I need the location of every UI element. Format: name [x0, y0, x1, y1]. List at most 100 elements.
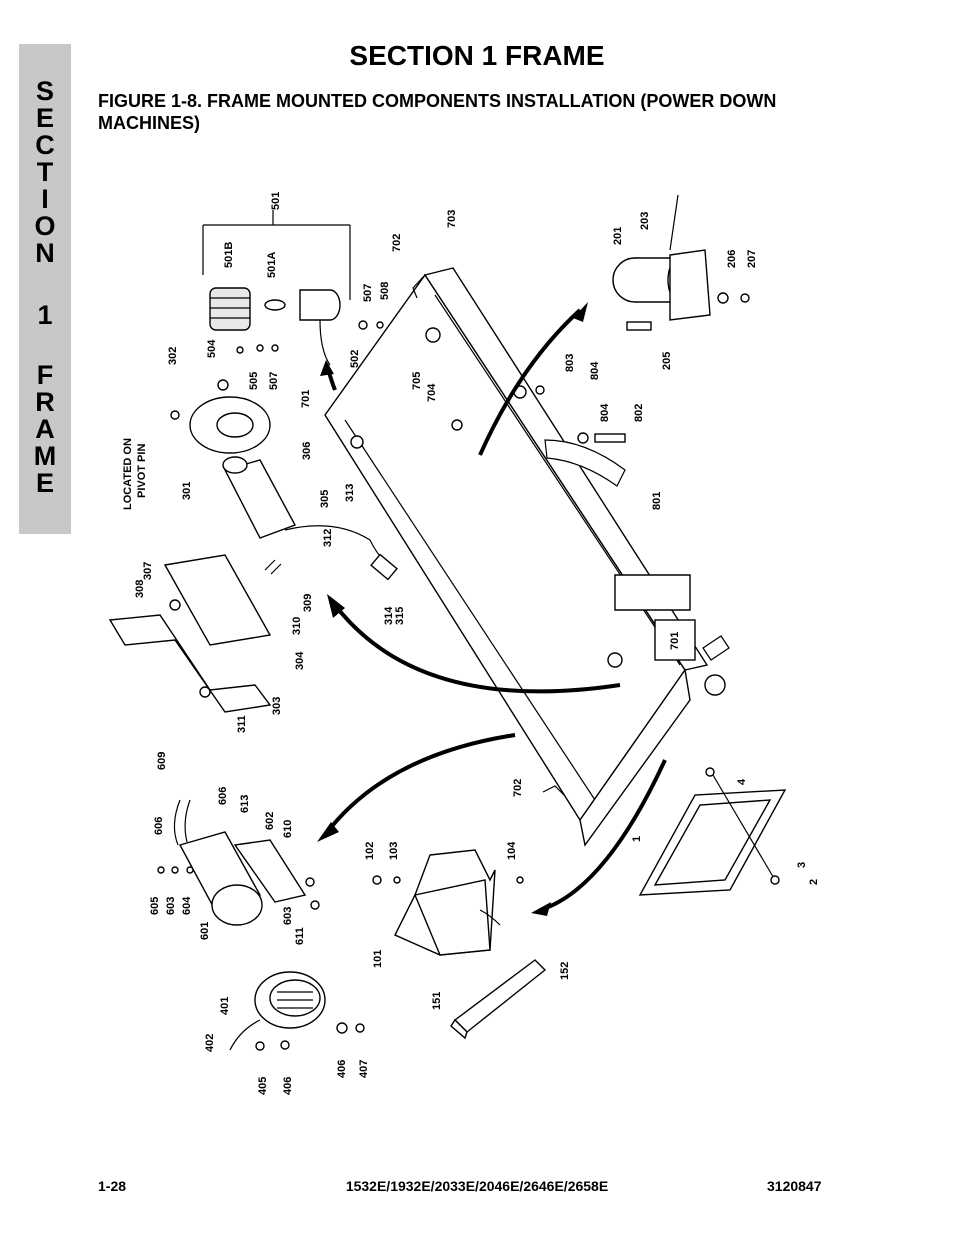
- side-tab-letter: 1: [37, 300, 53, 330]
- callout: 603: [282, 907, 294, 925]
- callout: 703: [446, 210, 458, 228]
- callout: 605: [149, 897, 161, 915]
- callout: 201: [612, 227, 624, 245]
- callout: 508: [379, 282, 391, 300]
- side-tab-letter: I: [41, 184, 49, 214]
- footer-document-number: 3120847: [767, 1178, 822, 1194]
- section-side-tab: S E C T I O N 1 F R A M E: [19, 44, 71, 534]
- callout: 2: [808, 879, 820, 885]
- callout: 504: [206, 339, 218, 358]
- callout: 701: [669, 632, 681, 650]
- callout: 804: [589, 361, 601, 380]
- callout: 505: [248, 372, 260, 390]
- callout: 602: [264, 812, 276, 830]
- callout: 313: [344, 484, 356, 502]
- leader-arrows: [317, 302, 667, 916]
- part-group-500: [202, 210, 384, 366]
- callout: 611: [294, 927, 306, 945]
- part-group-ladder: [638, 767, 787, 896]
- side-tab-letter: E: [35, 103, 54, 133]
- callout: 701: [300, 390, 312, 408]
- side-tab-letter: S: [35, 76, 54, 106]
- callout: 304: [294, 651, 306, 670]
- callout: 604: [181, 896, 193, 915]
- located-on-pivot-pin-note-line2: PIVOT PIN: [136, 444, 148, 498]
- callout: 501: [270, 192, 282, 210]
- callout: 606: [217, 787, 229, 805]
- main-frame: [324, 267, 730, 847]
- callout: 303: [271, 697, 283, 715]
- callout: 302: [167, 347, 179, 365]
- callout: 314: [383, 606, 395, 625]
- callout: 802: [633, 404, 645, 422]
- callout: 406: [282, 1077, 294, 1095]
- callout: 307: [142, 562, 154, 580]
- exploded-parts-diagram: 501 501B 501A 507 508 504 505 507 502 70…: [108, 192, 820, 1095]
- footer-model-list: 1532E/1932E/2033E/2046E/2646E/2658E: [345, 1178, 609, 1194]
- part-group-800: [513, 385, 626, 487]
- side-tab-letter: M: [33, 441, 57, 471]
- callout: 502: [349, 350, 361, 368]
- callout: 312: [322, 529, 334, 547]
- callout: 406: [336, 1060, 348, 1078]
- side-tab-letter: R: [35, 387, 55, 417]
- side-tab-letter: O: [34, 211, 56, 241]
- callout: 205: [661, 352, 673, 370]
- callout: 1: [631, 836, 643, 842]
- callout: 207: [746, 250, 758, 268]
- callout: 306: [301, 442, 313, 460]
- callout: 405: [257, 1077, 269, 1095]
- side-tab-letter: F: [36, 360, 54, 390]
- callout: 311: [236, 715, 248, 733]
- footer-page-number: 1-28: [98, 1178, 127, 1194]
- callout: 705: [411, 372, 423, 390]
- callout: 601: [199, 922, 211, 940]
- side-tab-letter: C: [35, 130, 55, 160]
- callout: 507: [362, 284, 374, 302]
- callout: 102: [364, 842, 376, 860]
- callout: 402: [204, 1034, 216, 1052]
- side-tab-letter: A: [35, 414, 55, 444]
- part-group-600: [157, 799, 320, 926]
- located-on-pivot-pin-note-line1: LOCATED ON: [122, 438, 134, 510]
- callout: 152: [559, 962, 571, 980]
- callout: 507: [268, 372, 280, 390]
- side-tab-letter: N: [35, 238, 55, 268]
- callout: 702: [512, 779, 524, 797]
- callout: 203: [639, 212, 651, 230]
- callout: 803: [564, 354, 576, 372]
- side-tab-letter: T: [36, 157, 54, 187]
- callout: 310: [291, 617, 303, 635]
- callout: 804: [599, 403, 611, 422]
- callout: 305: [319, 490, 331, 508]
- callout: 309: [302, 594, 314, 612]
- callout-labels: 501 501B 501A 507 508 504 505 507 502 70…: [122, 192, 820, 1095]
- part-group-200: [612, 194, 750, 331]
- callout: 101: [372, 950, 384, 968]
- callout: 4: [736, 778, 748, 785]
- callout: 104: [506, 841, 518, 860]
- callout: 610: [282, 820, 294, 838]
- callout: 401: [219, 997, 231, 1015]
- callout: 301: [181, 482, 193, 500]
- callout: 603: [165, 897, 177, 915]
- callout: 501A: [266, 252, 278, 278]
- callout: 606: [153, 817, 165, 835]
- callout: 206: [726, 250, 738, 268]
- callout: 704: [426, 383, 438, 402]
- callout: 609: [156, 752, 168, 770]
- callout: 308: [134, 580, 146, 598]
- part-group-300: [108, 379, 398, 713]
- callout: 151: [431, 992, 443, 1010]
- side-tab-letter: E: [35, 468, 54, 498]
- callout: 702: [391, 234, 403, 252]
- callout: 103: [388, 842, 400, 860]
- figure-title: FIGURE 1-8. FRAME MOUNTED COMPONENTS INS…: [98, 91, 777, 133]
- callout: 3: [796, 862, 808, 868]
- callout: 501B: [223, 242, 235, 268]
- page-title: SECTION 1 FRAME: [349, 40, 605, 71]
- part-group-400: [229, 971, 365, 1051]
- callout: 801: [651, 492, 663, 510]
- part-group-100: [372, 849, 547, 1040]
- callout: 613: [239, 795, 251, 813]
